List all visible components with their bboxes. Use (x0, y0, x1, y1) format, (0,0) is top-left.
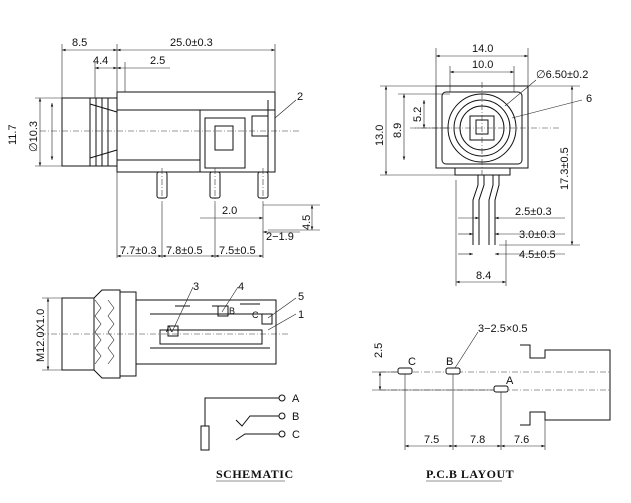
pcb-layout: 3−2.5×0.5 2.5 C B A 7.5 7.8 7.6 P.C.B LA… (372, 323, 611, 482)
section-view: M12.0X1.0 3 4 5 1 A B C (35, 281, 304, 379)
dim-25: 25.0±0.3 (170, 37, 213, 49)
schematic-terminal-a: A (292, 393, 300, 405)
dim-4-5-front: 4.5±0.5 (519, 249, 556, 261)
dim-3-0: 3.0±0.3 (519, 229, 556, 241)
dim-2-1-9: 2−1.9 (266, 231, 294, 243)
dim-5-2: 5.2 (412, 107, 424, 122)
pcb-pad-c (397, 367, 413, 375)
side-view: 2 8.5 25.0±0.3 4.4 2.5 11.7 ∅10.3 2.0 2−… (7, 37, 320, 258)
pcb-pad-b (445, 367, 461, 375)
schematic-title: SCHEMATIC (216, 467, 294, 481)
section-letter-a: A (166, 324, 172, 334)
pcb-label-c: C (408, 356, 416, 368)
callout-5: 5 (298, 291, 304, 303)
callout-6: 6 (586, 93, 592, 105)
dim-7-7: 7.7±0.3 (120, 245, 157, 257)
front-view-pins (472, 175, 500, 245)
dim-2-5-top: 2.5 (150, 55, 165, 67)
pcb-label-b: B (446, 356, 453, 368)
pcb-title: P.C.B LAYOUT (426, 467, 514, 481)
dim-7-5: 7.5±0.5 (219, 245, 256, 257)
pcb-label-a: A (506, 375, 514, 387)
side-view-body (40, 91, 300, 173)
dim-7-8: 7.8±0.5 (166, 245, 203, 257)
dim-17-3: 17.3±0.5 (559, 147, 571, 190)
dim-13: 13.0 (374, 125, 386, 146)
dim-14: 14.0 (472, 43, 493, 55)
section-letter-b: B (229, 306, 235, 316)
callout-4: 4 (238, 281, 244, 293)
schematic-terminal-c: C (292, 429, 300, 441)
dim-10: 10.0 (472, 59, 493, 71)
front-view-body (410, 82, 560, 176)
pcb-dim-7-8: 7.8 (470, 434, 485, 446)
dim-8-5: 8.5 (72, 37, 87, 49)
dim-4-4: 4.4 (93, 55, 108, 67)
dim-11-7: 11.7 (7, 124, 19, 145)
schematic: A B C SCHEMATIC (200, 393, 300, 482)
dim-2-5-front: 2.5±0.3 (515, 206, 552, 218)
schematic-terminal-b: B (292, 411, 299, 423)
dim-4-5-side: 4.5 (301, 215, 313, 230)
dim-thread: M12.0X1.0 (35, 309, 47, 362)
dim-2-0: 2.0 (222, 205, 237, 217)
dim-d10-3: ∅10.3 (28, 121, 40, 152)
callout-3: 3 (193, 281, 199, 293)
dim-d6-5: ∅6.50±0.2 (536, 69, 588, 81)
dim-8-9: 8.9 (392, 123, 404, 138)
front-view: 6 14.0 10.0 ∅6.50±0.2 13.0 8.9 5.2 17.3±… (374, 43, 592, 286)
pcb-dim-7-6: 7.6 (514, 434, 529, 446)
section-letter-c: C (252, 310, 259, 320)
pcb-dim-7-5: 7.5 (424, 434, 439, 446)
dim-8-4: 8.4 (476, 270, 491, 282)
side-view-extension-lines (35, 44, 320, 258)
callout-1: 1 (298, 309, 304, 321)
pcb-dim-2-5: 2.5 (373, 343, 385, 358)
pcb-hole-note: 3−2.5×0.5 (478, 323, 528, 335)
side-view-pins (156, 168, 269, 205)
callout-2: 2 (297, 91, 303, 103)
